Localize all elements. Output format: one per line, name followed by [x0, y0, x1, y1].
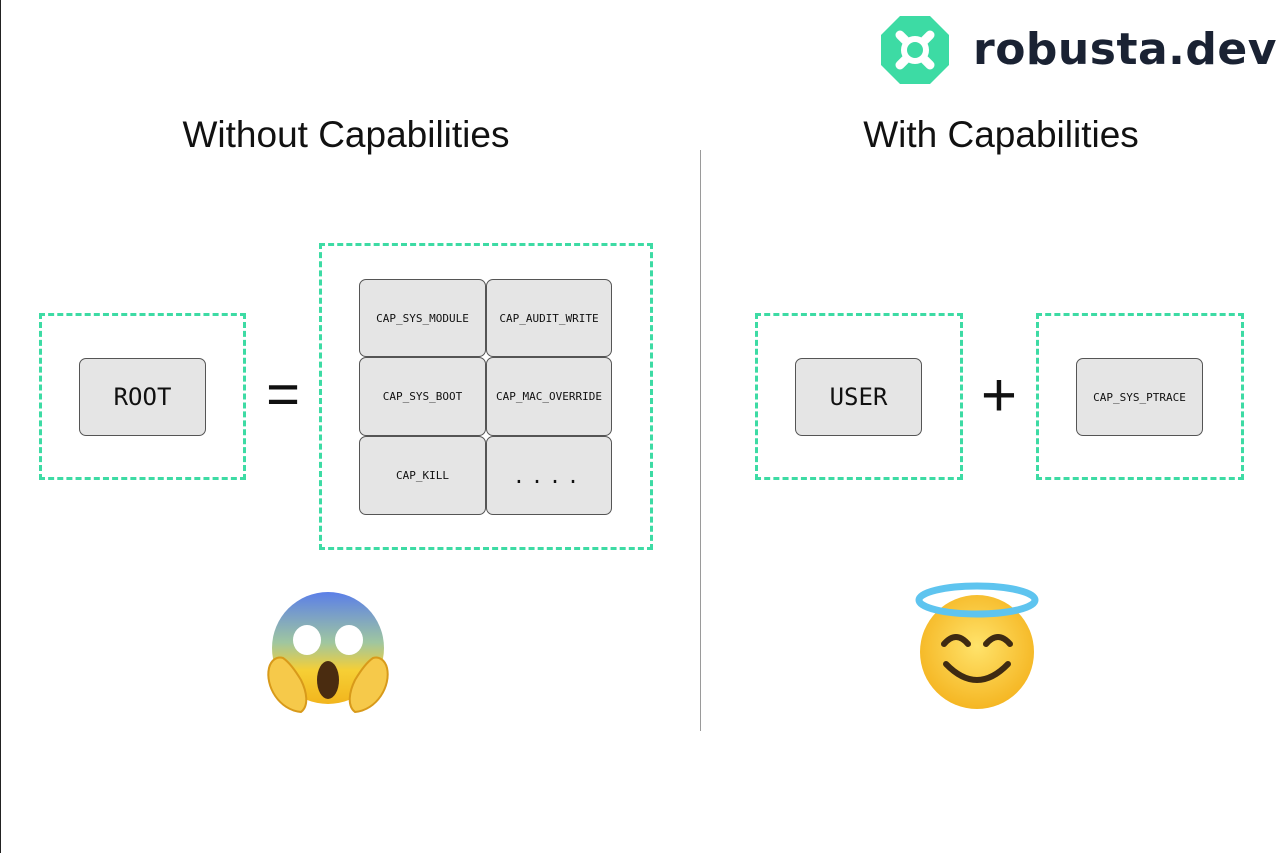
capability-box: CAP_AUDIT_WRITE: [486, 279, 612, 357]
more-capabilities-box: ....: [486, 436, 612, 515]
robusta-logo-icon: [881, 16, 949, 84]
capabilities-group: [319, 243, 653, 550]
root-group: [39, 313, 246, 480]
capability-box: CAP_SYS_BOOT: [359, 357, 486, 436]
capability-box: CAP_KILL: [359, 436, 486, 515]
equals-sign: =: [266, 362, 300, 427]
capability-box: CAP_SYS_PTRACE: [1076, 358, 1203, 436]
user-group: [755, 313, 963, 480]
brand: robusta.dev: [875, 14, 1277, 86]
capability-group: [1036, 313, 1244, 480]
user-box: USER: [795, 358, 922, 436]
face-screaming-in-fear-icon: [267, 592, 389, 714]
smiling-face-with-halo-icon: [915, 582, 1039, 709]
left-title: Without Capabilities: [182, 114, 510, 155]
plus-sign: +: [980, 361, 1018, 430]
capability-box: CAP_SYS_MODULE: [359, 279, 486, 357]
right-title: With Capabilities: [863, 114, 1139, 155]
root-box: ROOT: [79, 358, 206, 436]
capability-box: CAP_MAC_OVERRIDE: [486, 357, 612, 436]
brand-name: robusta.dev: [973, 24, 1277, 75]
panel-divider: [700, 150, 701, 731]
